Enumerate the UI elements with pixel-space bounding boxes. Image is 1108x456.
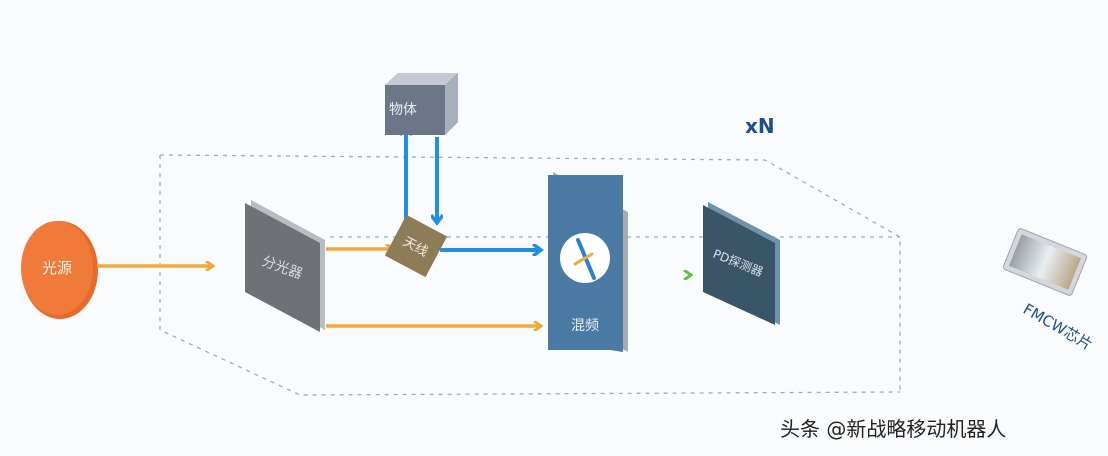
mixer: 混频 bbox=[548, 172, 628, 352]
light-source-label: 光源 bbox=[42, 259, 72, 277]
target-object: 物体 bbox=[385, 73, 458, 135]
pd-detector: PD探测器 bbox=[703, 202, 780, 325]
chip-label: FMCW芯片 bbox=[1020, 300, 1096, 354]
mixer-label: 混频 bbox=[571, 318, 599, 334]
object-label: 物体 bbox=[389, 102, 417, 118]
light-source: 光源 bbox=[21, 221, 98, 319]
multiplier-label: xN bbox=[745, 114, 775, 138]
antenna: 天线 bbox=[384, 214, 448, 278]
watermark: 头条 @新战略移动机器人 bbox=[780, 417, 1006, 441]
array-enclosure bbox=[159, 154, 901, 396]
beam-splitter: 分光器 bbox=[245, 200, 325, 332]
fmcw-chip bbox=[1002, 228, 1088, 296]
